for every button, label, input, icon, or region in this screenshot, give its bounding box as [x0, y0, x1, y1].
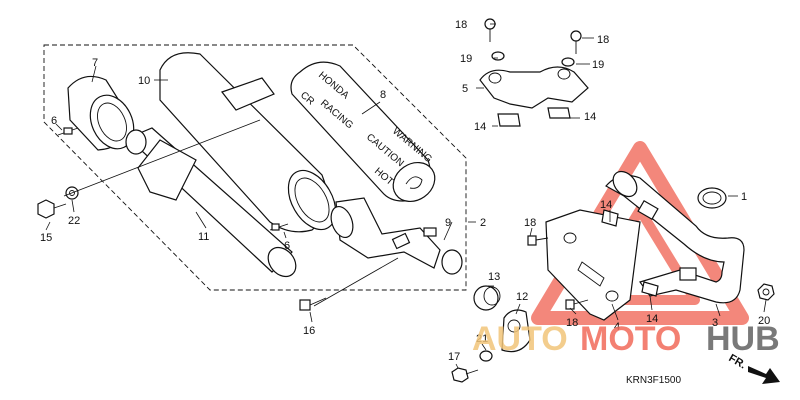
- svg-text:MOTO: MOTO: [580, 320, 681, 358]
- bolt-part-15: [37, 199, 67, 219]
- callout-18-top-left: 18: [455, 19, 467, 31]
- callout-15: 15: [40, 232, 52, 244]
- muffler-assembly-box: [43, 44, 467, 291]
- callout-17: 17: [448, 351, 460, 363]
- callout-19-right: 19: [592, 59, 604, 71]
- bolt-part-18-mid: [527, 235, 549, 246]
- rubber-mount-part: [501, 309, 531, 353]
- inner-pipe-part: [125, 127, 297, 278]
- joint-pipe-part: [330, 197, 463, 275]
- callout-2: 2: [480, 217, 486, 229]
- callout-8: 8: [380, 89, 386, 101]
- exhaust-header-pipe-part: [601, 170, 745, 304]
- screw-part-6b: [269, 223, 289, 231]
- callout-19-left: 19: [460, 53, 472, 65]
- callout-6-upper: 6: [51, 115, 57, 127]
- svg-text:AUTO: AUTO: [472, 320, 568, 358]
- callout-3: 3: [712, 317, 718, 329]
- heat-shield-part: [545, 209, 641, 321]
- callout-4: 4: [614, 321, 620, 333]
- screw-part-6a: [57, 127, 79, 136]
- callout-14-bracket-left: 14: [474, 121, 486, 133]
- bolt-part-16: [299, 297, 327, 311]
- callout-18-mid: 18: [524, 217, 536, 229]
- washer-part-19-right: [561, 57, 575, 67]
- callout-16: 16: [303, 325, 315, 337]
- bolt-part-18-top-left: [484, 18, 496, 42]
- gasket-part: [697, 187, 727, 209]
- callout-6-lower: 6: [284, 240, 290, 252]
- collar-part: [473, 285, 501, 311]
- callout-22: 22: [68, 215, 80, 227]
- callout-labels: 7 10 6 8 2 9 11 6 16 15 22 18 19 18 19 5…: [40, 19, 770, 363]
- muffler-bracket-part: [479, 66, 589, 127]
- callout-18-top-right: 18: [597, 34, 609, 46]
- callout-7: 7: [92, 57, 98, 69]
- bolt-part-17: [451, 367, 479, 383]
- washer-part-19-left: [491, 51, 505, 61]
- bolt-part-18-low: [565, 299, 589, 310]
- bolt-part-18-top-right: [570, 30, 582, 54]
- callout-18-low: 18: [566, 317, 578, 329]
- leader-lines: [45, 23, 767, 369]
- callout-11: 11: [198, 231, 209, 243]
- callout-9: 9: [445, 217, 451, 229]
- callout-14-bracket-right: 14: [584, 111, 596, 123]
- washer-part-21: [479, 350, 493, 362]
- callout-14-shield-top: 14: [600, 199, 612, 211]
- callout-20: 20: [758, 315, 770, 327]
- callout-1: 1: [741, 191, 747, 203]
- end-cap-part: [67, 75, 135, 151]
- callout-21: 21: [476, 333, 488, 345]
- callout-14-shield-bottom: 14: [646, 313, 658, 325]
- muffler-body-part: [159, 52, 337, 233]
- callout-10: 10: [138, 75, 150, 87]
- callout-5: 5: [462, 83, 468, 95]
- nut-part-20: [757, 283, 775, 301]
- diagram-code: KRN3F1500: [626, 375, 681, 386]
- svg-text:HUB: HUB: [706, 320, 780, 358]
- callout-12: 12: [516, 291, 528, 303]
- front-arrow-icon: [748, 366, 780, 384]
- watermark-text: AUTO MOTO HUB: [472, 320, 780, 358]
- muffler-packing-part: HONDA CR RACING CAUTION HOT WARNING: [290, 61, 436, 203]
- callout-13: 13: [488, 271, 500, 283]
